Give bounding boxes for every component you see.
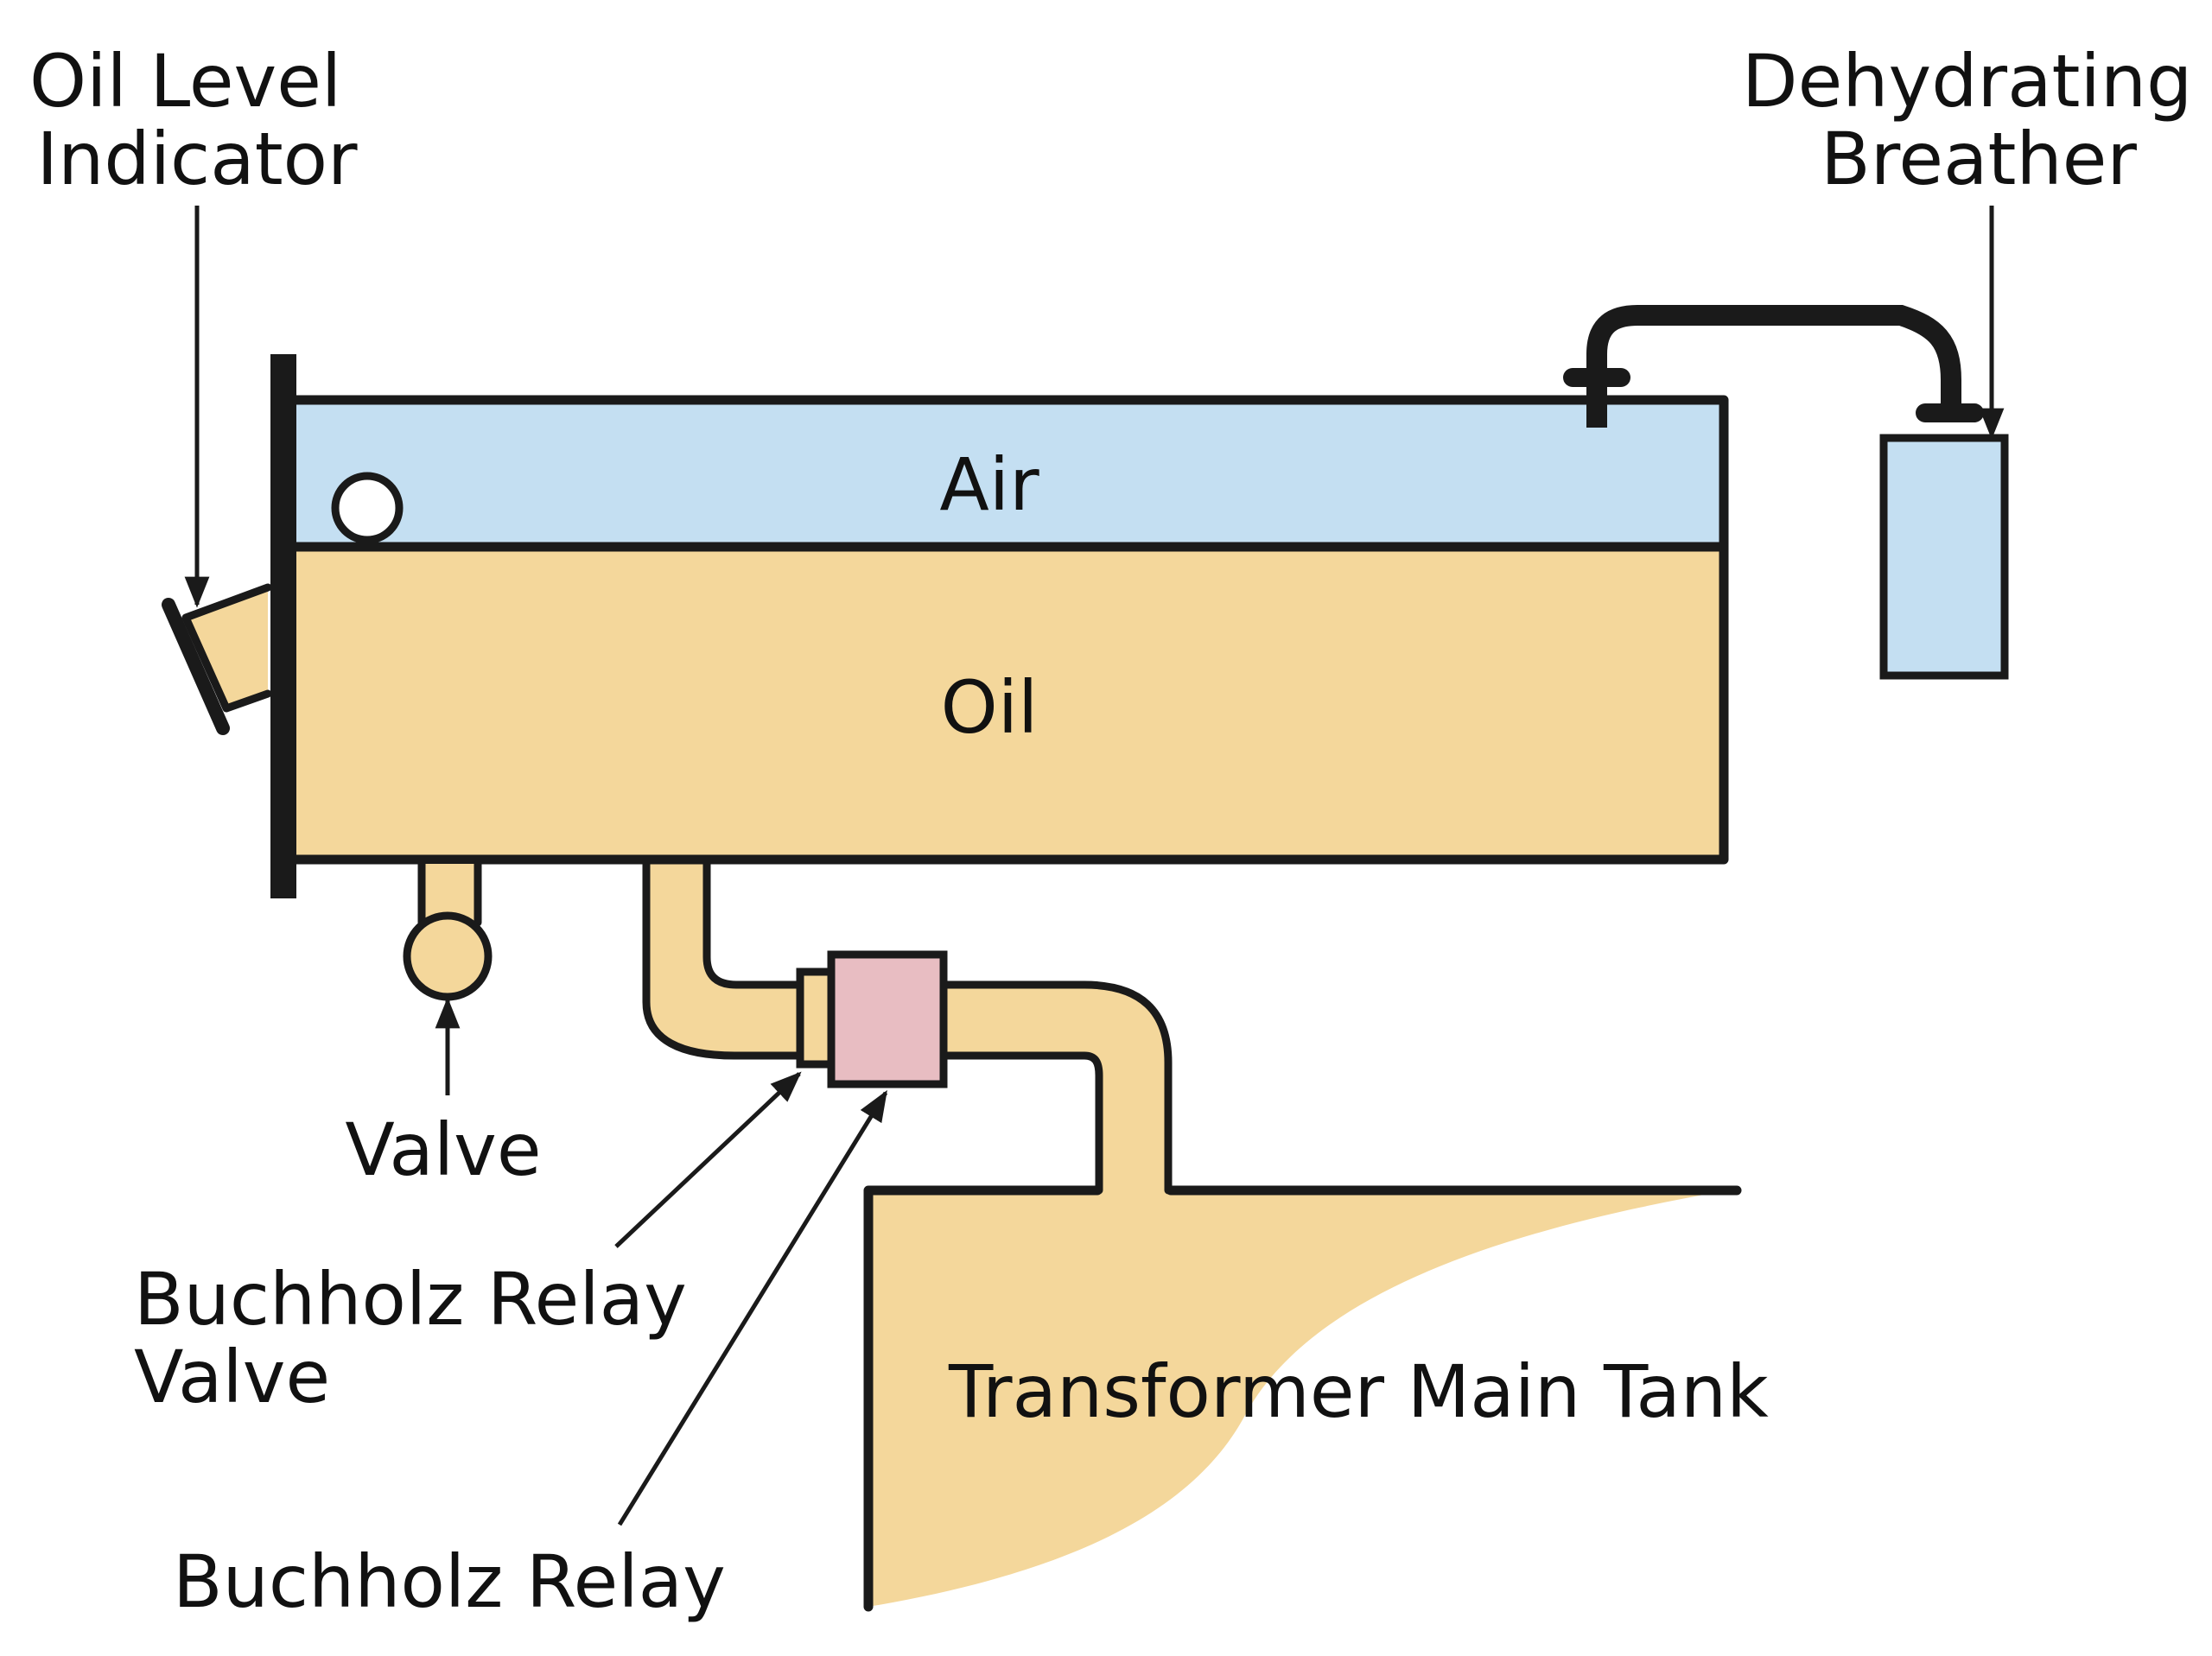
label-valve: Valve [345, 1107, 541, 1192]
float-ball [331, 472, 404, 544]
arrow-buchholz-relay [617, 1089, 888, 1526]
label-transformer-main-tank: Transformer Main Tank [948, 1349, 1769, 1434]
pipe-right-lower-outline [939, 1051, 1103, 1195]
drain-valve-stem-outline [417, 860, 482, 927]
oil-level-indicator-body [186, 587, 268, 708]
conservator-oil-region [289, 547, 1724, 860]
drain-valve-body [403, 911, 493, 1001]
pipe-lower-oil-fill [942, 985, 1168, 1192]
main-tank-oil-fill [868, 1190, 1728, 1607]
breather-pipe [1586, 305, 1961, 428]
arrow-buchholz-relay-valve [614, 1071, 802, 1248]
label-dehydrating-breather: Dehydrating Breather [1742, 39, 2212, 201]
dehydrating-breather-body [1879, 434, 2009, 680]
label-oil: Oil [941, 665, 1039, 750]
label-buchholz-relay: Buchholz Relay [173, 1539, 726, 1624]
buchholz-relay-valve-body [796, 968, 836, 1069]
label-air: Air [939, 442, 1039, 527]
label-buchholz-relay-valve: Buchholz Relay Valve [134, 1257, 710, 1419]
main-tank-outline [863, 1185, 1742, 1612]
oil-level-indicator-outline [181, 583, 272, 713]
pipe-right-upper-outline [939, 980, 1173, 1195]
buchholz-relay-body [827, 950, 948, 1088]
label-oil-level-indicator: Oil Level Indicator [29, 39, 365, 201]
oil-level-indicator-face [162, 598, 230, 735]
conservator-air-region [289, 400, 1724, 547]
